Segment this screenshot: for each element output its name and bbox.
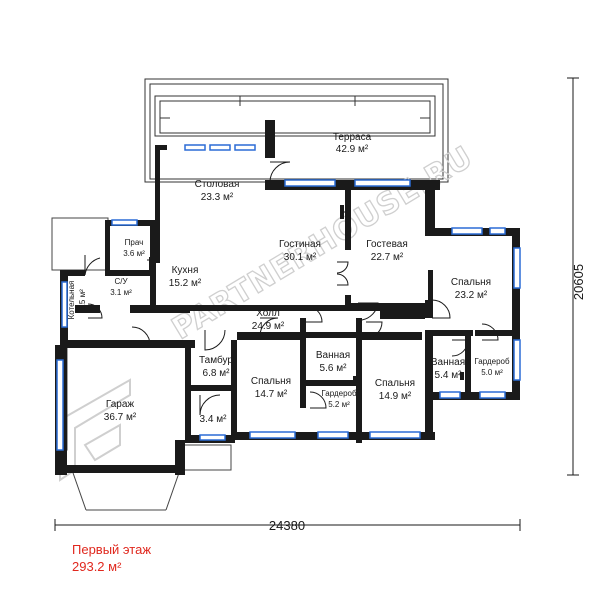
room-label-porch: 3.4 м² xyxy=(200,414,228,425)
room-label-wc: С/У 3.1 м² xyxy=(110,277,132,297)
terrace-railing xyxy=(144,78,449,183)
room-name: Котельная xyxy=(67,281,76,320)
room-area: 14.7 м² xyxy=(255,389,288,400)
room-name: Спальня xyxy=(251,376,291,387)
room-area: 23.2 м² xyxy=(455,290,488,301)
room-area: 24.9 м² xyxy=(252,321,285,332)
room-name: С/У xyxy=(114,277,128,286)
room-label-bath-2: Ванная 5.4 м² xyxy=(431,357,465,381)
room-area: 6.8 м² xyxy=(203,368,231,379)
width-dimension: 24380 xyxy=(269,518,305,533)
room-area: 5.4 м² xyxy=(435,370,463,381)
room-name: Спальня xyxy=(451,277,491,288)
room-name: Столовая xyxy=(195,179,240,190)
room-label-wardrobe-2: Гардероб 5.0 м² xyxy=(474,357,510,377)
room-area: 5.6 м² xyxy=(320,363,348,374)
floor-label: Первый этаж xyxy=(72,542,152,557)
room-area: 36.7 м² xyxy=(104,412,137,423)
room-area: 3.4 м² xyxy=(200,414,228,425)
room-area: 6.5 м² xyxy=(78,289,87,311)
room-name: Тамбур xyxy=(199,354,233,366)
room-name: Гостевая xyxy=(366,239,408,250)
room-label-bedroom-1: Спальня 14.7 м² xyxy=(251,376,291,400)
room-name: Гараж xyxy=(106,399,135,410)
doors xyxy=(84,161,499,416)
room-name: Кухня xyxy=(172,265,199,276)
room-label-laundry: Прач 3.6 м² xyxy=(123,238,145,258)
room-area: 5.0 м² xyxy=(481,368,503,377)
room-name: Ванная xyxy=(431,357,465,368)
depth-dimension: 20605 xyxy=(571,264,586,300)
room-area: 15.2 м² xyxy=(169,278,202,289)
room-name: Гардероб xyxy=(321,389,357,398)
dimension-lines xyxy=(54,77,579,531)
floor-total-area: 293.2 м² xyxy=(72,559,122,574)
room-area: 23.3 м² xyxy=(201,192,234,203)
room-label-bath-1: Ванная 5.6 м² xyxy=(316,350,350,374)
room-area: 14.9 м² xyxy=(379,391,412,402)
room-label-garage: Гараж 36.7 м² xyxy=(104,399,137,423)
room-label-vestibule: Тамбур 6.8 м² xyxy=(199,354,233,379)
room-label-bedroom-2: Спальня 14.9 м² xyxy=(375,378,415,402)
room-label-guest: Гостевая 22.7 м² xyxy=(366,239,408,263)
room-name: Гостиная xyxy=(279,239,321,250)
room-area: 5.2 м² xyxy=(328,400,350,409)
room-name: Прач xyxy=(125,238,144,247)
room-area: 30.1 м² xyxy=(284,252,317,263)
room-name: Холл xyxy=(256,308,280,319)
room-area: 42.9 м² xyxy=(336,144,369,155)
room-name: Терраса xyxy=(333,132,372,143)
room-label-living: Гостиная 30.1 м² xyxy=(279,239,321,263)
room-label-dining: Столовая 23.3 м² xyxy=(195,179,240,203)
room-label-kitchen: Кухня 15.2 м² xyxy=(169,265,202,289)
fixtures xyxy=(70,205,464,384)
room-label-terrace: Терраса 42.9 м² xyxy=(333,132,372,155)
room-name: Ванная xyxy=(316,350,350,361)
room-area: 3.1 м² xyxy=(110,288,132,297)
room-label-hall: Холл 24.9 м² xyxy=(252,308,285,332)
room-area: 22.7 м² xyxy=(371,252,404,263)
room-name: Спальня xyxy=(375,378,415,389)
windows xyxy=(56,144,521,451)
room-name: Гардероб xyxy=(474,357,510,366)
room-area: 3.6 м² xyxy=(123,249,145,258)
room-label-wardrobe-1: Гардероб 5.2 м² xyxy=(321,389,357,409)
room-label-bedroom-ne: Спальня 23.2 м² xyxy=(451,277,491,301)
room-label-boiler: Котельная 6.5 м² xyxy=(67,281,87,320)
